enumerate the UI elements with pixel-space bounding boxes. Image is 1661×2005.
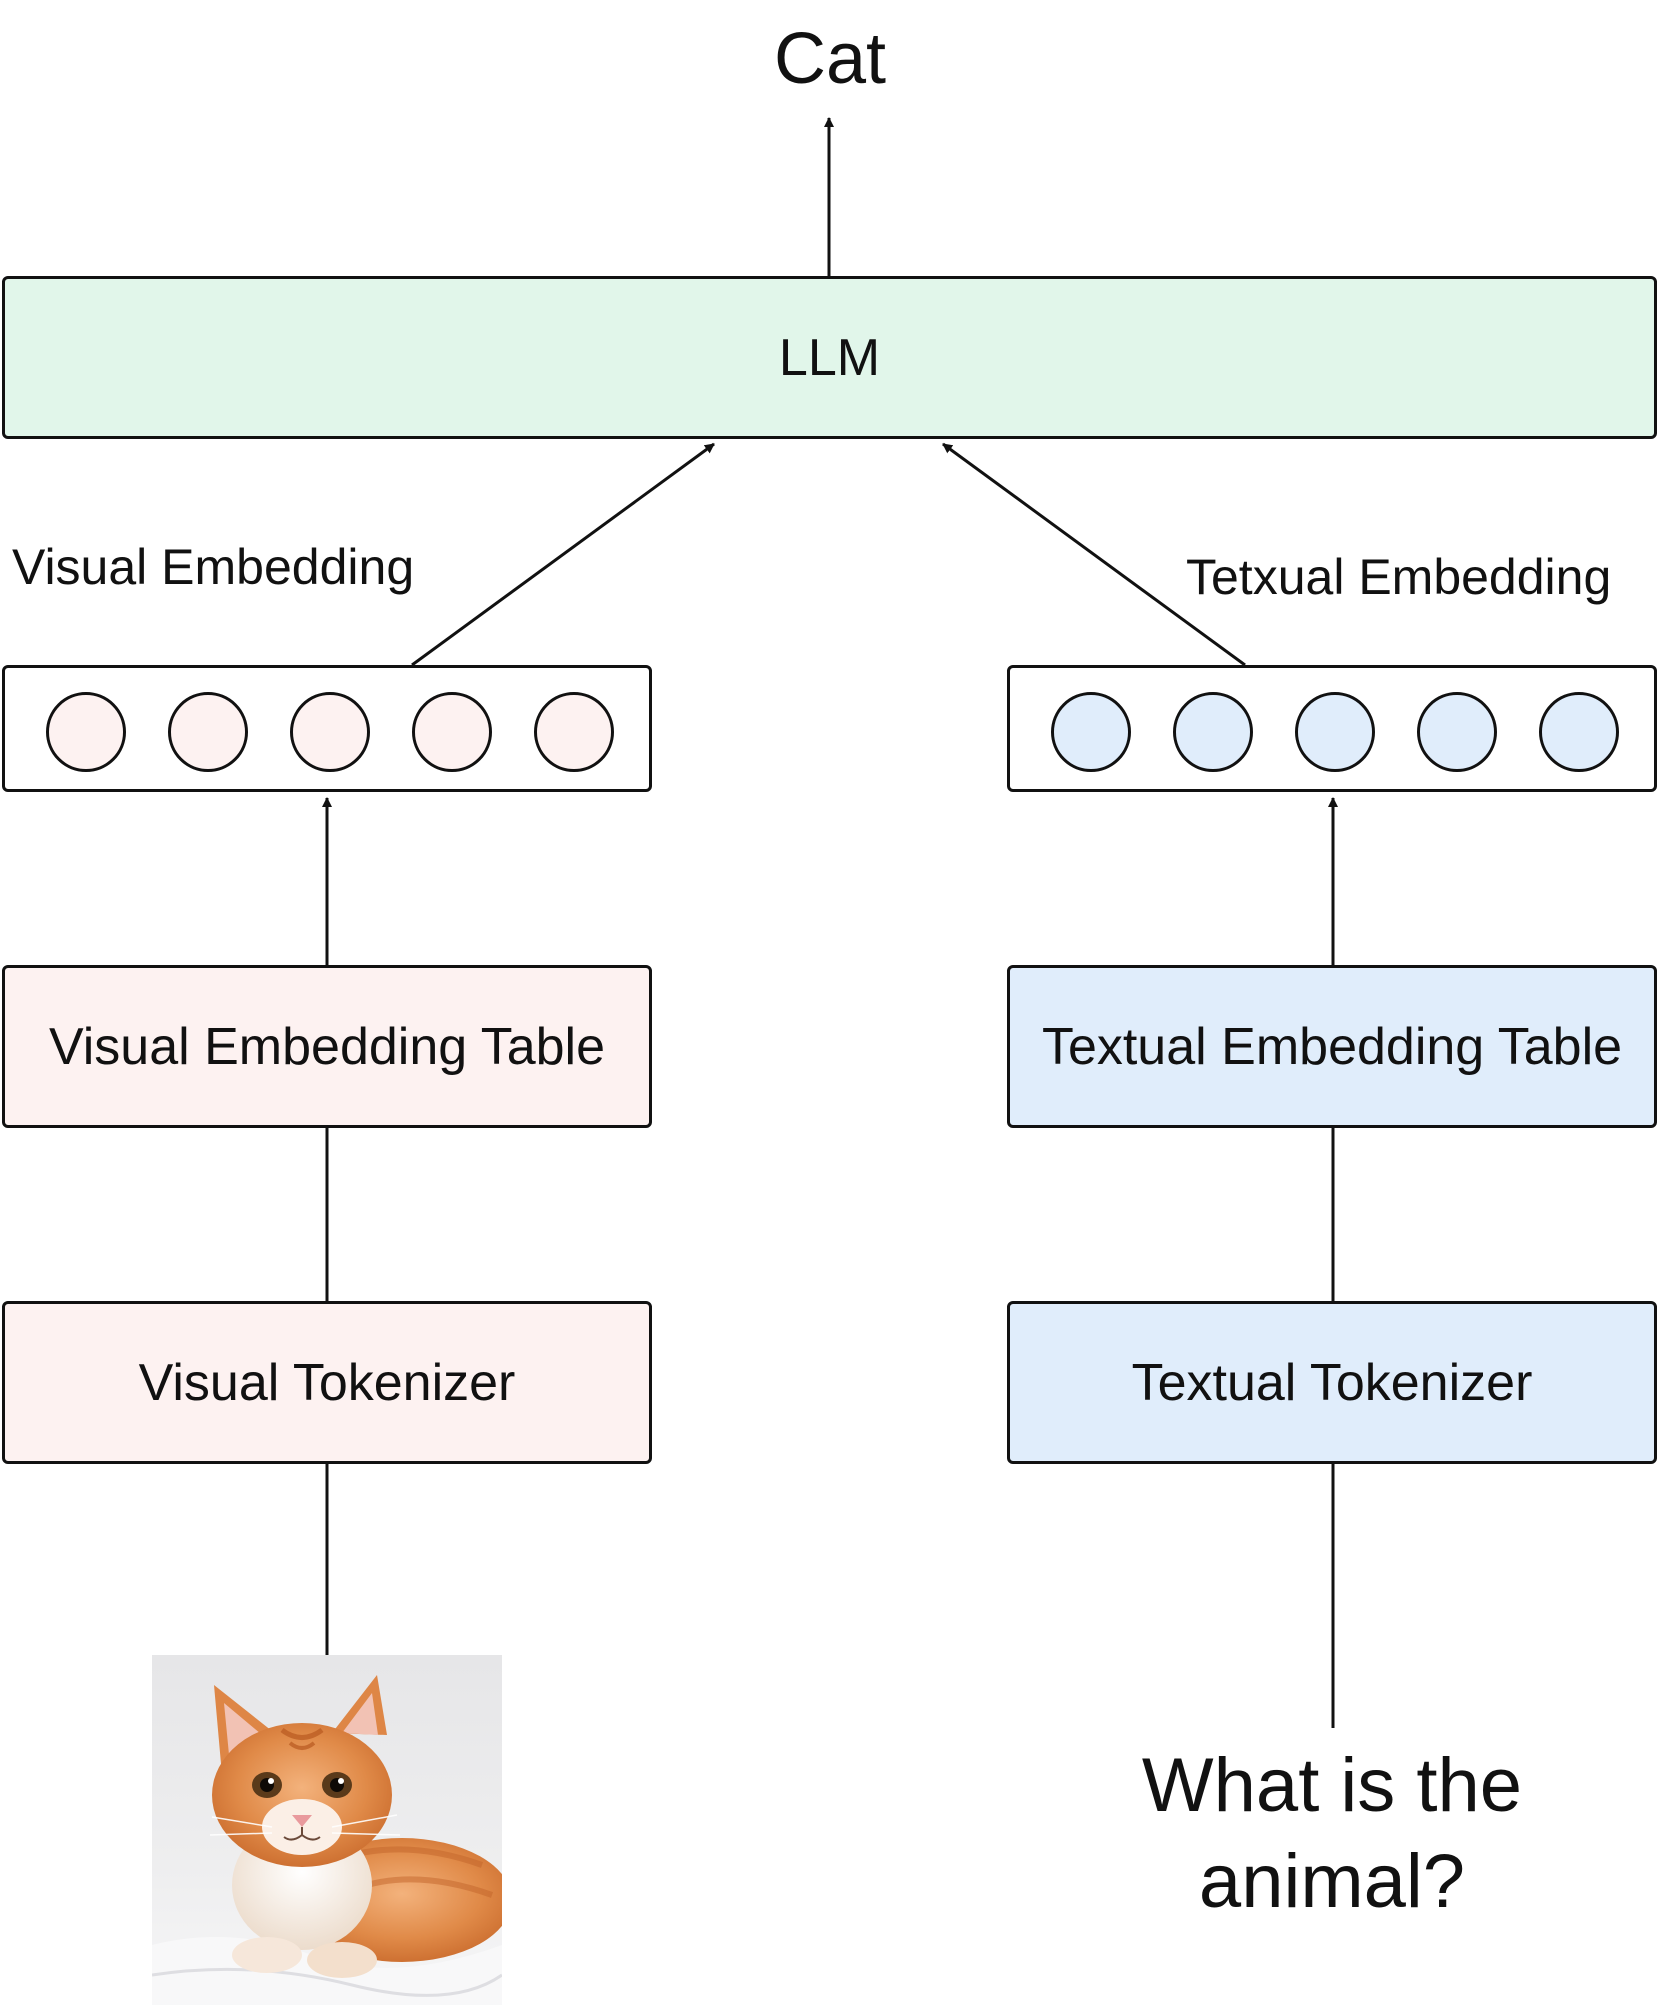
arrow-textual-embedding-to-llm: [942, 442, 1246, 667]
textual-token-circle: [1051, 692, 1131, 772]
visual-tokenizer-label: Visual Tokenizer: [138, 1353, 516, 1412]
visual-embedding-vector: [2, 665, 652, 792]
output-label: Cat: [773, 19, 887, 99]
llm-label: LLM: [778, 328, 881, 387]
visual-tokenizer-box: Visual Tokenizer: [2, 1301, 652, 1464]
visual-token-circle: [412, 692, 492, 772]
visual-token-circle: [46, 692, 126, 772]
textual-token-circle: [1173, 692, 1253, 772]
question-text: What is the animal?: [1141, 1743, 1523, 1924]
visual-token-circle: [290, 692, 370, 772]
textual-embedding-table-box: Textual Embedding Table: [1007, 965, 1657, 1128]
llm-box: LLM: [2, 276, 1657, 439]
textual-embedding-label: Tetxual Embedding: [1186, 549, 1612, 605]
visual-token-circle: [168, 692, 248, 772]
textual-token-circle: [1417, 692, 1497, 772]
visual-embedding-table-box: Visual Embedding Table: [2, 965, 652, 1128]
textual-token-circle: [1539, 692, 1619, 772]
textual-embedding-vector: [1007, 665, 1657, 792]
textual-embedding-table-label: Textual Embedding Table: [1041, 1017, 1623, 1076]
textual-tokenizer-box: Textual Tokenizer: [1007, 1301, 1657, 1464]
visual-embedding-table-label: Visual Embedding Table: [48, 1017, 606, 1076]
textual-tokenizer-label: Textual Tokenizer: [1131, 1353, 1533, 1412]
arrow-visual-embedding-to-llm: [411, 442, 715, 667]
visual-embedding-label: Visual Embedding: [12, 539, 415, 595]
textual-token-circle: [1295, 692, 1375, 772]
cat-photo: [152, 1655, 502, 2005]
visual-token-circle: [534, 692, 614, 772]
